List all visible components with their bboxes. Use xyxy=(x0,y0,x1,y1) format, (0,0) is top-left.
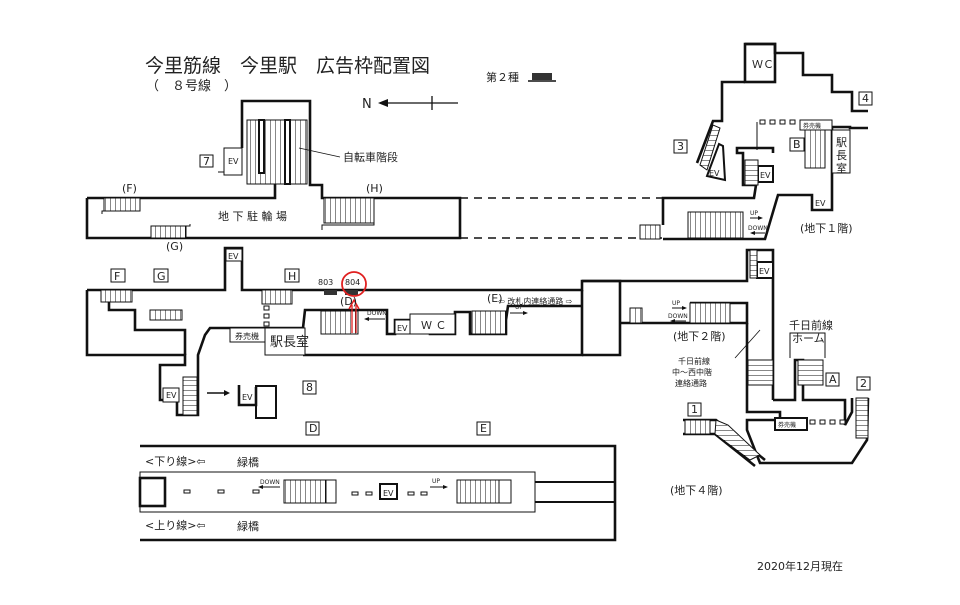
f-paren-label: (F) xyxy=(122,182,137,195)
sennichimae-platform-label: 千日前線 xyxy=(789,318,833,332)
up-label: UP xyxy=(515,304,523,311)
wc-label: Ｗ Ｃ xyxy=(421,319,447,332)
ev-label: EV xyxy=(242,393,253,402)
exit-4-label: 4 xyxy=(862,92,869,105)
right-b2-b4-area: EV UP DOWN (地下２階) 千日前線 ホーム A 2 券売機 千日前線 … xyxy=(582,248,871,497)
exit-d-label: D xyxy=(309,422,317,435)
floor-b2-label: (地下２階) xyxy=(673,329,726,343)
up-line-label: <上り線>⇦ xyxy=(145,518,206,532)
station-office-label: 長 xyxy=(836,149,847,162)
e-paren-label: (E) xyxy=(487,292,503,305)
down-label: DOWN xyxy=(260,479,280,486)
ev-label: EV xyxy=(166,391,177,400)
station-office-label: 駅長室 xyxy=(270,334,309,350)
ev-label: EV xyxy=(383,489,394,498)
ev-label: EV xyxy=(709,169,720,178)
parking-label: 地 下 駐 輪 場 xyxy=(218,209,287,223)
connect-passage-label: 中〜西中階 xyxy=(672,367,712,377)
ticket-machine-label: 券売機 xyxy=(778,421,796,429)
ev-box xyxy=(223,147,243,176)
line-subtitle: （ ８号線 ） xyxy=(146,78,237,94)
station-office xyxy=(264,327,306,356)
wc-label: ＷＣ xyxy=(752,58,774,71)
exit-1-label: 1 xyxy=(691,403,698,416)
ev-label: EV xyxy=(228,252,239,261)
up-label: UP xyxy=(672,300,680,307)
page-title: 今里筋線 今里駅 広告枠配置図 xyxy=(145,55,430,77)
ad-frame-804 xyxy=(345,290,358,295)
bicycle-stairs xyxy=(246,119,308,185)
up-label: UP xyxy=(750,210,758,217)
ad-frame-803 xyxy=(324,290,337,295)
highlight-circle xyxy=(341,271,367,297)
ev-label: EV xyxy=(228,157,239,166)
arrow-icon xyxy=(224,390,230,396)
connect-passage-label: 連絡通路 xyxy=(675,378,707,388)
as-of-date: 2020年12月現在 xyxy=(757,559,843,573)
highlight-arrow-icon xyxy=(348,298,360,310)
down-label: DOWN xyxy=(748,225,768,232)
ticket-machine-label: 券売機 xyxy=(235,331,259,341)
north-arrow: N xyxy=(362,96,458,112)
ad-804-label: 804 xyxy=(345,278,360,287)
ev-label: EV xyxy=(397,324,408,333)
platform: DOWN EV UP <下り線>⇦ 緑橋 <上り線>⇦ 緑橋 xyxy=(138,444,617,542)
h-paren-label: (H) xyxy=(366,182,383,195)
sennichimae-platform-label: ホーム xyxy=(792,332,825,345)
exit-b-label: B xyxy=(793,138,801,151)
g-paren-label: (G) xyxy=(166,240,183,253)
exit-f-label: F xyxy=(114,270,120,283)
exit-e-label: E xyxy=(480,422,487,435)
wc-room xyxy=(409,313,456,335)
down-line-label: <下り線>⇦ xyxy=(145,454,206,468)
legend-label: 第２種 xyxy=(486,70,519,84)
b2-concourse: 券売機 駅長室 EV EV Ｗ Ｃ F G H 803 804 (D) DOWN… xyxy=(85,246,622,436)
exit-a-label: A xyxy=(829,373,837,386)
floor-b1-label: (地下１階) xyxy=(800,221,853,235)
down-label: DOWN xyxy=(668,313,688,320)
d-paren-label: (D) xyxy=(340,295,357,308)
ev-label: EV xyxy=(759,267,770,276)
exit-g-label: G xyxy=(157,270,166,283)
exit-8-label: 8 xyxy=(306,381,313,394)
ad-803-label: 803 xyxy=(318,278,333,287)
ad-frame-type2-icon xyxy=(532,73,552,80)
destination-label: 緑橋 xyxy=(237,519,259,533)
ev-label: EV xyxy=(760,171,771,180)
passage-label: ⇦ 改札内連絡通路 ⇨ xyxy=(498,296,573,306)
ticket-machine-label: 券売機 xyxy=(803,122,821,130)
up-label: UP xyxy=(432,478,440,485)
bicycle-stairs-label: 自転車階段 xyxy=(343,150,398,164)
connect-passage-label: 千日前線 xyxy=(678,356,710,366)
legend: 第２種 xyxy=(486,70,556,84)
exit-7-label: 7 xyxy=(203,155,210,168)
north-label: N xyxy=(362,97,372,112)
ev-label: EV xyxy=(815,199,826,208)
destination-label: 緑橋 xyxy=(237,455,259,469)
exit-3-label: 3 xyxy=(677,140,684,153)
b1-left-area: 自転車階段 EV 7 地 下 駐 輪 場 (F) (H) (G) xyxy=(85,99,662,253)
exit-2-label: 2 xyxy=(860,377,867,390)
station-office-label: 駅 xyxy=(836,136,847,149)
down-label: DOWN xyxy=(367,310,387,317)
right-b1-area: ＷＣ 4 3 EV EV EV 券売機 駅 長 室 B UP DOWN (地下１… xyxy=(639,42,873,241)
station-office-label: 室 xyxy=(836,161,847,175)
exit-h-label: H xyxy=(288,270,296,283)
floor-b4-label: (地下４階) xyxy=(670,483,723,497)
